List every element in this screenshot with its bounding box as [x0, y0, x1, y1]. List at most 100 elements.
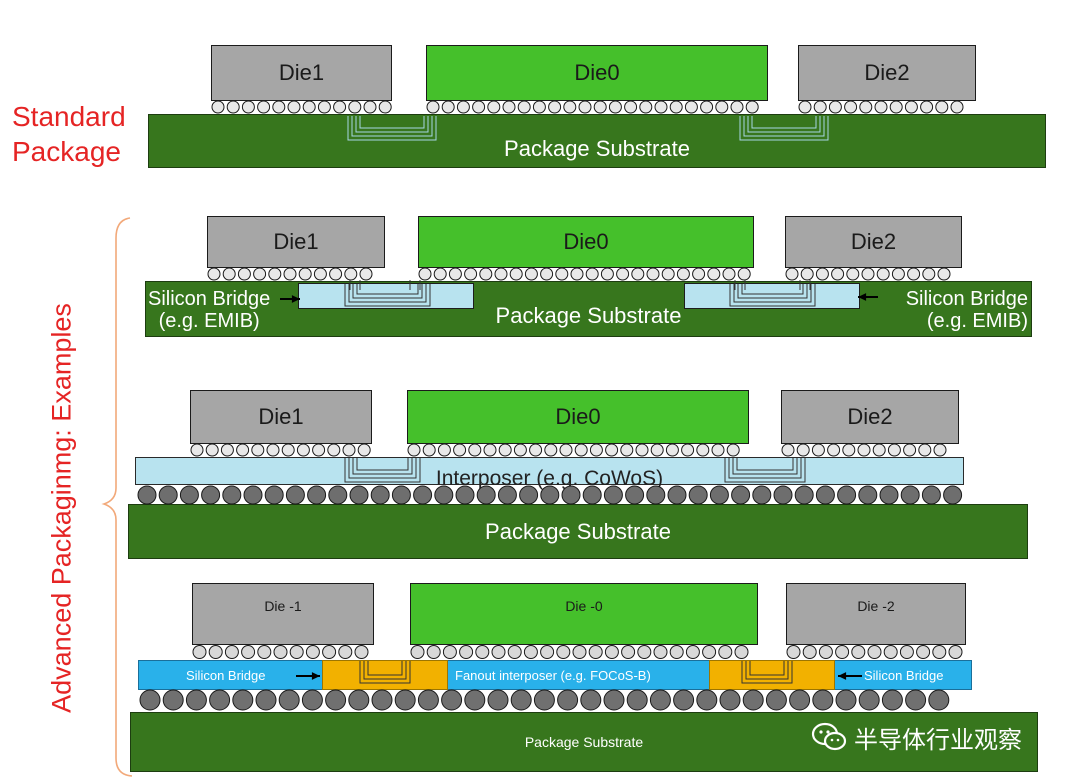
microbump — [650, 443, 664, 457]
microbump — [950, 100, 964, 114]
microbump — [205, 443, 219, 457]
microbump — [338, 645, 353, 659]
microbump — [621, 645, 636, 659]
microbump — [891, 267, 905, 281]
microbump — [498, 443, 512, 457]
substrate-trace — [359, 116, 425, 129]
c4-bump — [580, 689, 602, 711]
microbump — [722, 267, 736, 281]
c4-bump — [179, 485, 199, 505]
emib-bridge-left-label: Silicon Bridge (e.g. EMIB) — [148, 288, 271, 332]
bridge-trace — [367, 661, 403, 676]
c4-bump — [773, 485, 793, 505]
microbump — [329, 267, 343, 281]
c4-bump — [837, 485, 857, 505]
c4-bump — [391, 485, 411, 505]
microbump — [781, 443, 795, 457]
std-die0: Die0 — [426, 45, 768, 101]
microbump — [312, 443, 326, 457]
microbump — [479, 267, 493, 281]
emib-die2: Die2 — [785, 216, 962, 268]
microbump — [600, 267, 614, 281]
c4-bump — [905, 689, 927, 711]
c4-bump — [434, 485, 454, 505]
interposer-trace — [348, 458, 417, 479]
cowos-die1-label: Die1 — [258, 404, 304, 429]
microbump — [874, 100, 888, 114]
c4-bump — [278, 689, 300, 711]
c4-bump — [921, 485, 941, 505]
microbump — [283, 267, 297, 281]
microbump — [730, 100, 744, 114]
microbump — [872, 443, 886, 457]
c4-bump — [881, 689, 903, 711]
c4-bump — [371, 689, 393, 711]
microbump — [268, 267, 282, 281]
microbump — [305, 645, 320, 659]
microbump — [813, 100, 827, 114]
microbump — [637, 645, 652, 659]
substrate-trace — [751, 116, 817, 129]
microbump — [468, 443, 482, 457]
microbump — [653, 645, 668, 659]
microbump — [333, 100, 347, 114]
c4-bump — [370, 485, 390, 505]
c4-bump — [413, 485, 433, 505]
microbump — [831, 267, 845, 281]
microbump — [696, 443, 710, 457]
microbump — [532, 100, 546, 114]
interposer-trace — [352, 458, 413, 475]
c4-bump — [325, 689, 347, 711]
c4-bump — [603, 485, 623, 505]
microbump — [190, 443, 204, 457]
microbump — [273, 645, 288, 659]
microbump — [257, 100, 271, 114]
microbump — [835, 645, 850, 659]
microbump — [236, 443, 250, 457]
microbump — [281, 443, 295, 457]
microbump — [475, 645, 490, 659]
microbump — [378, 100, 392, 114]
microbump — [442, 645, 457, 659]
microbump — [844, 100, 858, 114]
c4-bump — [709, 485, 729, 505]
microbump — [220, 443, 234, 457]
focos-die2: Die -2 — [786, 583, 966, 645]
microbump — [745, 100, 759, 114]
microbump — [257, 645, 272, 659]
microbump — [903, 443, 917, 457]
microbump — [433, 267, 447, 281]
microbump — [692, 267, 706, 281]
c4-bump — [519, 485, 539, 505]
watermark: 半导体行业观察 — [811, 716, 1044, 758]
focos-bridge-left-label: Silicon Bridge — [186, 668, 266, 683]
microbump — [342, 443, 356, 457]
interposer-trace — [344, 458, 421, 483]
interposer-trace — [736, 458, 794, 471]
microbump — [296, 443, 310, 457]
microbump — [608, 100, 622, 114]
c4-bump — [487, 689, 509, 711]
microbump — [616, 267, 630, 281]
microbump — [317, 100, 331, 114]
std-die2: Die2 — [798, 45, 976, 101]
microbump — [226, 100, 240, 114]
c4-bump — [626, 689, 648, 711]
emib-die1-label: Die1 — [273, 229, 319, 254]
microbump — [593, 100, 607, 114]
microbump — [574, 443, 588, 457]
microbump — [224, 645, 239, 659]
emib-package-substrate: Package Substrate — [145, 281, 1032, 337]
focos-die1: Die -1 — [192, 583, 374, 645]
microbump — [811, 443, 825, 457]
c4-bump — [673, 689, 695, 711]
cowos-die2: Die2 — [781, 390, 959, 444]
microbump — [718, 645, 733, 659]
microbump — [798, 100, 812, 114]
microbump — [815, 267, 829, 281]
microbump — [867, 645, 882, 659]
microbump — [253, 267, 267, 281]
c4-bump — [603, 689, 625, 711]
c4-bump — [858, 689, 880, 711]
emib-bridge-right-label: Silicon Bridge (e.g. EMIB) — [905, 288, 1028, 332]
